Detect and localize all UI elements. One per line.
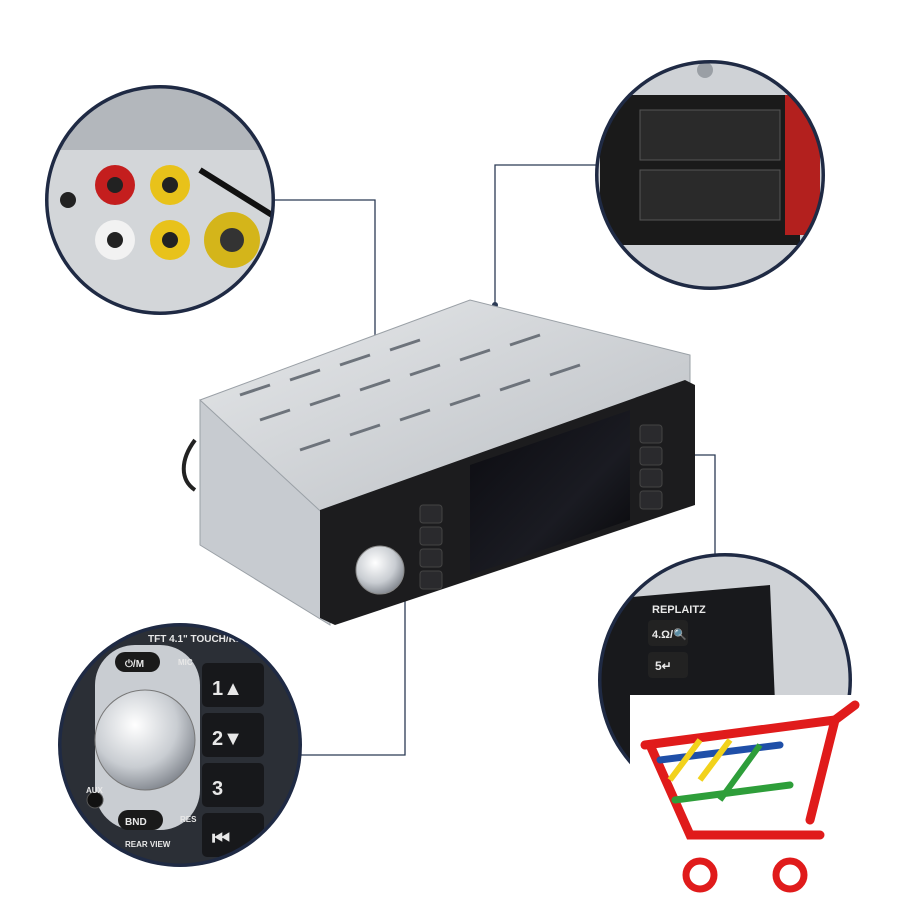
button-5: 5↵ bbox=[655, 659, 672, 673]
mic-label: MIC bbox=[178, 658, 193, 667]
button-4: 4.Ω/🔍 bbox=[652, 627, 687, 641]
brand-label: REPLAITZ bbox=[652, 604, 706, 616]
rear-view-label: REAR VIEW bbox=[125, 840, 171, 849]
band-button: BND bbox=[125, 817, 147, 828]
detail-front-knob: TFT 4.1" TOUCH/RDS/BT MIC ⏻/M BND AUX RE… bbox=[58, 623, 302, 867]
front-panel-text: TFT 4.1" TOUCH/RDS/BT bbox=[148, 634, 266, 645]
car-radio-unit bbox=[181, 299, 695, 626]
button-3: 3 bbox=[212, 778, 223, 800]
button-1: 1▲ bbox=[212, 678, 243, 700]
power-mode-button: ⏻/M bbox=[125, 658, 144, 670]
detail-iso-connector bbox=[595, 60, 825, 290]
shop-cart-logo bbox=[630, 695, 865, 900]
res-label: RES bbox=[180, 815, 197, 824]
aux-label: AUX bbox=[86, 786, 104, 795]
detail-rca-connectors bbox=[45, 85, 275, 315]
button-prev: ⏮ bbox=[212, 828, 230, 850]
button-2: 2▼ bbox=[212, 728, 243, 750]
